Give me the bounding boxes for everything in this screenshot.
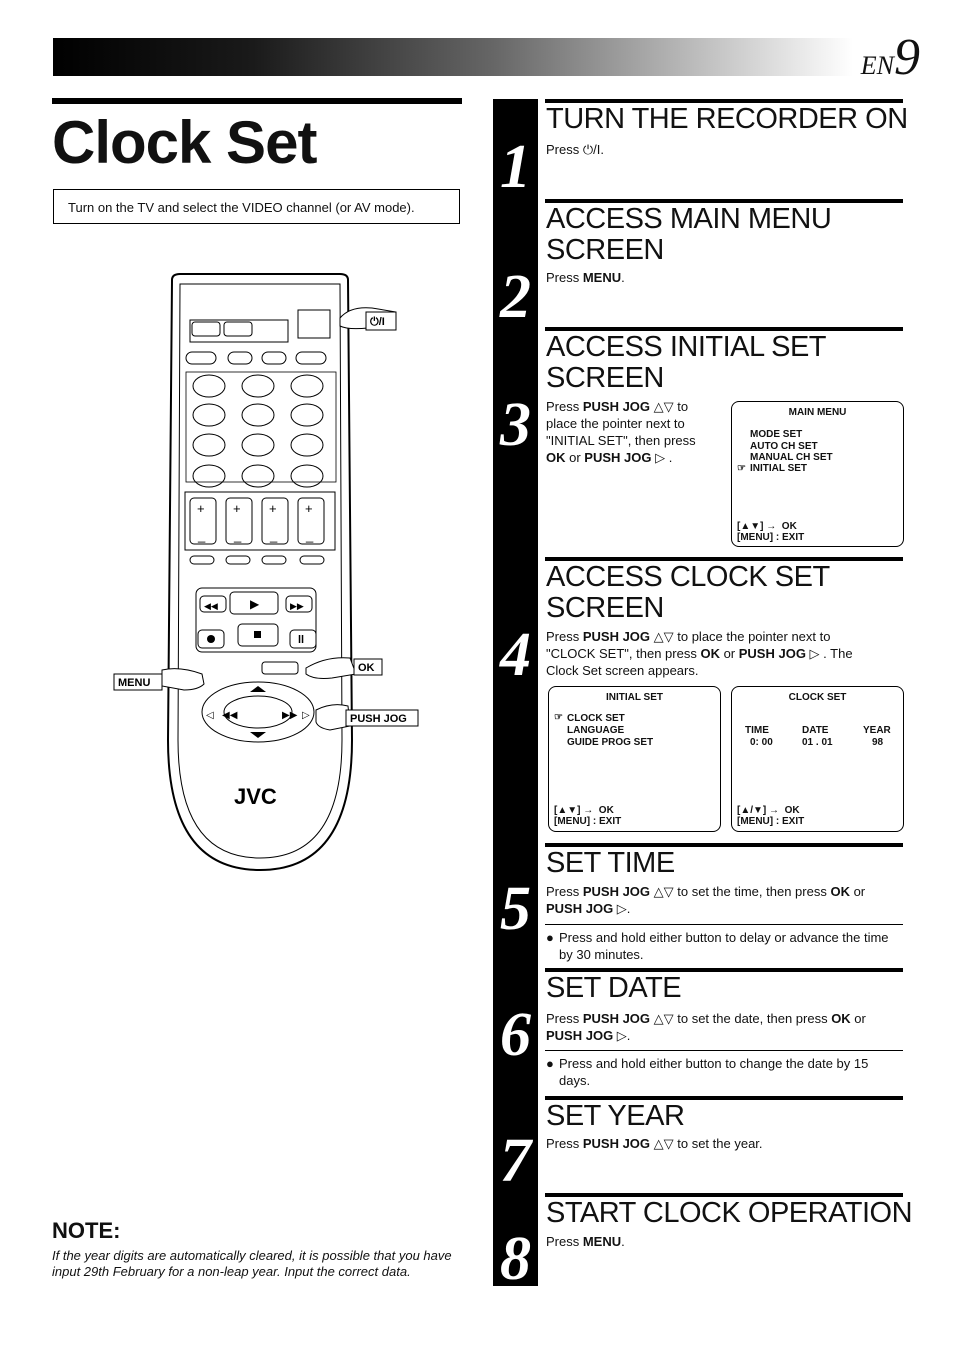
svg-text:▶: ▶ (250, 597, 260, 611)
step-8-text: Press MENU. (546, 1234, 625, 1249)
step-6-bullet: ●Press and hold either button to change … (546, 1056, 869, 1088)
pointer-icon: ☞ (737, 463, 746, 474)
svg-text:+: + (305, 501, 313, 516)
svg-text:▶▶: ▶▶ (282, 710, 298, 721)
step-3-rule (545, 327, 903, 331)
step-4-text: Press PUSH JOG △▽ to place the pointer n… (546, 629, 853, 678)
svg-text:◀◀: ◀◀ (204, 601, 218, 611)
svg-text:PUSH JOG: PUSH JOG (350, 713, 407, 725)
svg-text:◀◀: ◀◀ (222, 710, 238, 721)
step-2-text: Press MENU. (546, 270, 625, 285)
svg-text:_: _ (269, 528, 278, 543)
step-number-3: 3 (500, 391, 531, 459)
svg-text:⏻/I: ⏻/I (370, 315, 385, 328)
step-4-rule (545, 557, 903, 561)
step-6-heading: SET DATE (546, 972, 682, 1004)
step-6-text: Press PUSH JOG △▽ to set the date, then … (546, 1011, 866, 1043)
svg-text:_: _ (233, 528, 242, 543)
step-number-5: 5 (500, 875, 531, 943)
step-5-heading: SET TIME (546, 847, 675, 879)
step-5-text: Press PUSH JOG △▽ to set the time, then … (546, 884, 866, 916)
step-5-divider (545, 924, 903, 925)
initial-set-screen: INITIAL SET ☞ CLOCK SET LANGUAGE GUIDE P… (548, 686, 721, 832)
step-1-heading: TURN THE RECORDER ON (546, 103, 908, 135)
pointer-icon: ☞ (554, 712, 563, 723)
svg-text:MENU: MENU (118, 677, 150, 689)
step-number-7: 7 (500, 1127, 531, 1195)
step-8-heading: START CLOCK OPERATION (546, 1197, 913, 1229)
svg-text:◁: ◁ (206, 710, 214, 721)
intro-box: Turn on the TV and select the VIDEO chan… (53, 189, 460, 224)
step-8-rule (545, 1193, 903, 1197)
svg-text:_: _ (305, 528, 314, 543)
step-number-8: 8 (500, 1225, 531, 1293)
page-title: Clock Set (52, 109, 317, 176)
note-heading: NOTE: (52, 1218, 121, 1243)
svg-text:ll: ll (298, 634, 304, 646)
step-number-column (493, 99, 538, 1286)
clock-set-screen: CLOCK SET TIME DATE YEAR 0: 00 01 . 01 9… (731, 686, 904, 832)
svg-text:▷: ▷ (302, 710, 310, 721)
svg-text:_: _ (197, 528, 206, 543)
step-5-rule (545, 843, 903, 847)
step-2-rule (545, 199, 903, 203)
step-5-bullet: ●Press and hold either button to delay o… (546, 930, 889, 962)
main-menu-screen: MAIN MENU MODE SET AUTO CH SET MANUAL CH… (731, 401, 904, 547)
step-number-2: 2 (500, 263, 531, 331)
step-7-rule (545, 1096, 903, 1100)
title-rule (52, 98, 462, 104)
svg-text:+: + (269, 501, 277, 516)
step-3-text: Press PUSH JOG △▽ to place the pointer n… (546, 399, 696, 465)
step-number-1: 1 (500, 133, 531, 201)
svg-text:OK: OK (358, 662, 375, 674)
page-number: EN9 (860, 29, 920, 86)
step-number-6: 6 (500, 1001, 531, 1069)
svg-text:+: + (233, 501, 241, 516)
remote-control-illustration: ++++ ____ ▶ ◀◀ ▶▶ ll ◁▷ ◀◀▶▶ JVC ⏻/I OK … (113, 273, 419, 872)
step-6-rule (545, 968, 903, 972)
step-6-divider (545, 1050, 903, 1051)
step-7-heading: SET YEAR (546, 1100, 685, 1132)
svg-text:+: + (197, 501, 205, 516)
svg-text:▶▶: ▶▶ (290, 601, 304, 611)
step-1-text: Press ⏻/I. (546, 142, 604, 157)
step-1-rule (545, 99, 903, 103)
step-7-text: Press PUSH JOG △▽ to set the year. (546, 1136, 763, 1151)
note-text: If the year digits are automatically cle… (52, 1248, 452, 1279)
svg-text:JVC: JVC (234, 784, 277, 809)
step-number-4: 4 (500, 621, 531, 689)
header-gradient-bar (53, 38, 853, 76)
